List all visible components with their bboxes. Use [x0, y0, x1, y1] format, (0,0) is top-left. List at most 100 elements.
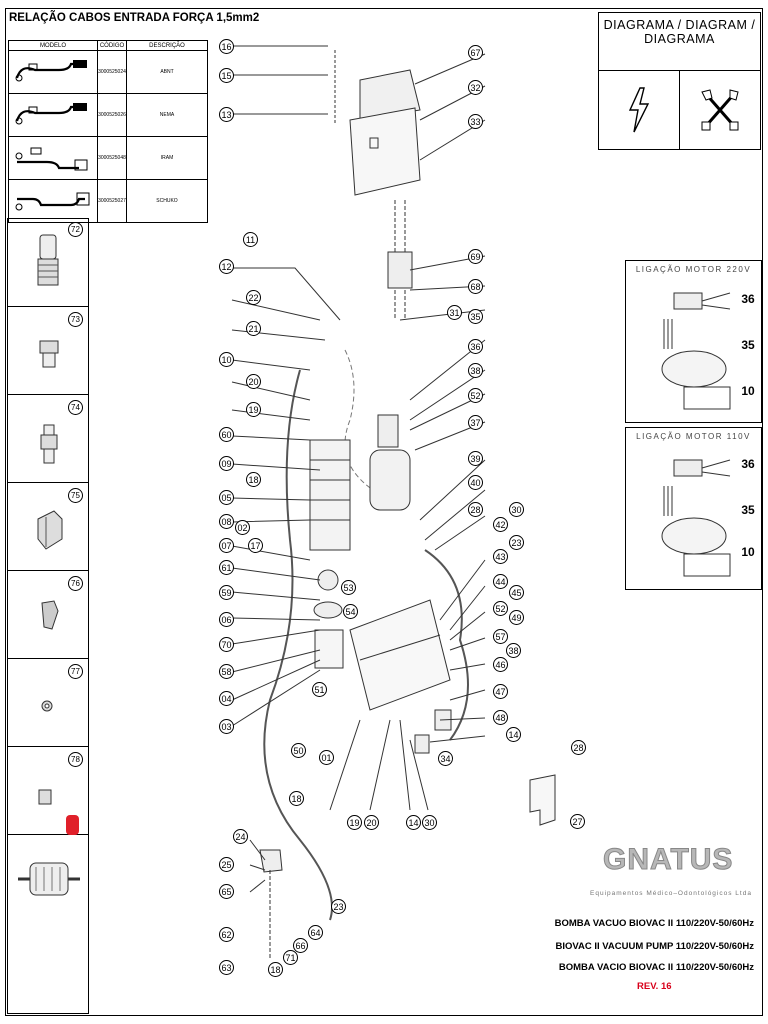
motor-220-drawing	[661, 292, 731, 410]
tools-icon[interactable]	[680, 71, 760, 149]
col-header-code: CÓDIGO	[97, 40, 127, 51]
cable-code: 3000525027	[97, 179, 127, 223]
callout-label: 71	[283, 950, 298, 965]
cable-code: 3000525048	[97, 136, 127, 180]
callout-label: 66	[293, 938, 308, 953]
callout-label: 19	[246, 402, 261, 417]
cable-code: 3000525026	[97, 93, 127, 137]
lightning-icon[interactable]	[599, 71, 680, 149]
callout-label: 24	[233, 829, 248, 844]
part-cell: 73	[8, 307, 88, 395]
table-row: 3000525024 ABNT	[8, 50, 208, 94]
part-number: 77	[68, 664, 83, 679]
company-subtitle: Equipamentos Médico–Odontológicos Ltda	[590, 890, 752, 897]
callout-label: 11	[243, 232, 258, 247]
callout-label: 14	[506, 727, 521, 742]
table-row: 3000525027 SCHUKO	[8, 179, 208, 223]
clip-icon	[41, 600, 59, 630]
exploded-view-drawing	[231, 45, 556, 960]
cable-description: NEMA	[126, 93, 208, 137]
motor-110-drawing	[661, 459, 731, 577]
callout-label: 40	[468, 475, 483, 490]
washer-icon	[41, 700, 53, 712]
cable-description: IRAM	[126, 136, 208, 180]
part-cell: 78	[8, 747, 88, 835]
callout-label: 52	[468, 388, 483, 403]
callout-label: 03	[219, 719, 234, 734]
part-number: 76	[68, 576, 83, 591]
callout-label: 62	[219, 927, 234, 942]
callout-label: 44	[493, 574, 508, 589]
callout-label: 08	[219, 514, 234, 529]
part-cell: 77	[8, 659, 88, 747]
callout-label: 23	[331, 899, 346, 914]
part-number: 72	[68, 222, 83, 237]
callout-label: 18	[289, 791, 304, 806]
callout-label: 17	[248, 538, 263, 553]
cable-table-title: RELAÇÃO CABOS ENTRADA FORÇA 1,5mm2	[9, 12, 260, 24]
callout-label: 38	[468, 363, 483, 378]
callout-label: 48	[493, 710, 508, 725]
cable-code: 3000525024	[97, 50, 127, 94]
motor-110-title: LIGAÇÃO MOTOR 110V	[636, 432, 751, 441]
callout-label: 68	[468, 279, 483, 294]
callout-label: 05	[219, 490, 234, 505]
title-pt: BOMBA VACUO BIOVAC II 110/220V-50/60Hz	[554, 918, 754, 929]
callout-label: 43	[493, 549, 508, 564]
callout-label: 02	[235, 520, 250, 535]
callout-label: 32	[468, 80, 483, 95]
callout-label: 49	[509, 610, 524, 625]
title-en: BIOVAC II VACUUM PUMP 110/220V-50/60Hz	[555, 941, 754, 952]
callout-label: 60	[219, 427, 234, 442]
spare-parts-column: 72 73 74 75 76 77 78	[7, 218, 89, 1014]
cable-description: SCHUKO	[126, 179, 208, 223]
callout-label: 30	[509, 502, 524, 517]
part-number: 74	[68, 400, 83, 415]
table-row: 3000525048 IRAM	[8, 136, 208, 180]
callout-label: 22	[246, 290, 261, 305]
callout-label: 42	[493, 517, 508, 532]
title-es: BOMBA VACIO BIOVAC II 110/220V-50/60Hz	[558, 962, 754, 973]
motor-220-label: 35	[738, 335, 758, 355]
callout-label: 67	[468, 45, 483, 60]
filter-icon	[18, 862, 80, 896]
part-number: 78	[68, 752, 83, 767]
callout-label: 10	[219, 352, 234, 367]
gnatus-logo: GNATUS	[602, 843, 734, 877]
motor-220-box: LIGAÇÃO MOTOR 220V 36 35 10	[625, 260, 762, 423]
callout-label: 39	[468, 451, 483, 466]
callout-label: 38	[506, 643, 521, 658]
callout-label: 21	[246, 321, 261, 336]
callout-label: 13	[219, 107, 234, 122]
callout-label: 35	[468, 309, 483, 324]
diagram-title: DIAGRAMA / DIAGRAM / DIAGRAMA	[599, 13, 760, 71]
callout-label: 51	[312, 682, 327, 697]
revision-label: REV. 16	[637, 981, 672, 992]
col-header-description: DESCRIÇÃO	[126, 40, 208, 51]
connector-icon	[40, 424, 58, 464]
motor-220-label: 10	[738, 381, 758, 401]
cable-image-abnt	[8, 50, 98, 94]
part-number: 73	[68, 312, 83, 327]
callout-label: 12	[219, 259, 234, 274]
callout-label: 04	[219, 691, 234, 706]
motor-220-title: LIGAÇÃO MOTOR 220V	[635, 265, 752, 274]
nut-icon	[39, 340, 59, 368]
callout-label: 28	[468, 502, 483, 517]
fitting-icon	[37, 234, 59, 286]
motor-220-label: 36	[738, 289, 758, 309]
part-cell: 74	[8, 395, 88, 483]
col-header-model: MODELO	[8, 40, 98, 51]
motor-110-label: 10	[738, 542, 758, 562]
callout-label: 14	[406, 815, 421, 830]
callout-label: 64	[308, 925, 323, 940]
callout-label: 18	[268, 962, 283, 977]
callout-label: 23	[509, 535, 524, 550]
diagram-title-line2: DIAGRAMA	[644, 32, 715, 46]
callout-label: 70	[219, 637, 234, 652]
callout-label: 28	[571, 740, 586, 755]
part-cell: 75	[8, 483, 88, 571]
callout-label: 47	[493, 684, 508, 699]
callout-label: 09	[219, 456, 234, 471]
red-marker	[66, 815, 79, 835]
